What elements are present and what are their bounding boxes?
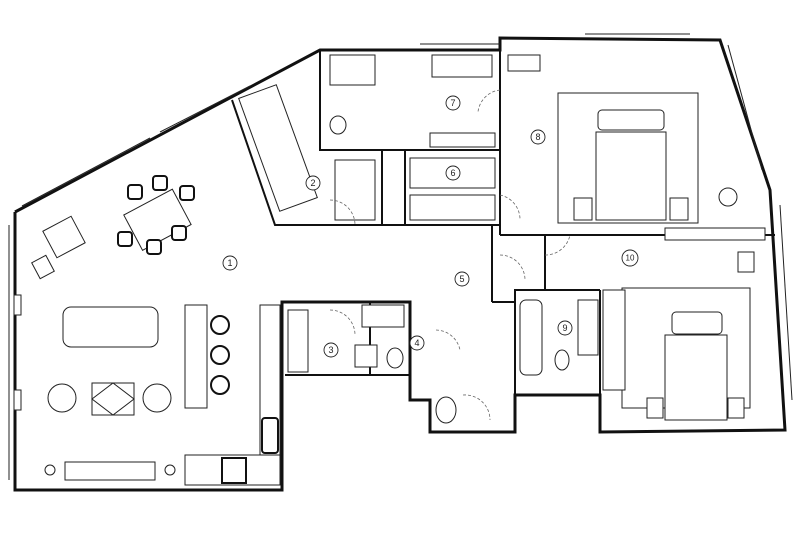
room-label-5: 5: [454, 271, 470, 287]
shelf: [429, 132, 496, 148]
windows: [8, 33, 793, 480]
vanity: [577, 299, 599, 356]
room-label-6: 6: [445, 165, 461, 181]
bed: [664, 334, 728, 421]
doors: [329, 89, 571, 421]
svg-text:3: 3: [328, 345, 333, 355]
svg-text:8: 8: [535, 132, 540, 142]
rug: [557, 92, 699, 224]
room-label-10: 10: [621, 249, 639, 267]
shower-tray: [354, 344, 378, 368]
oven: [221, 457, 247, 484]
svg-text:7: 7: [450, 98, 455, 108]
kitchen-island: [184, 304, 208, 409]
chair: [737, 251, 755, 273]
tv-unit: [64, 461, 156, 481]
bathtub: [519, 299, 543, 376]
room-label-2: 2: [305, 175, 321, 191]
closet: [334, 159, 376, 221]
cabinet: [507, 54, 541, 72]
sofa: [62, 306, 159, 348]
outer-walls: [13, 36, 787, 492]
nightstand: [669, 197, 689, 221]
wardrobe: [602, 289, 626, 391]
svg-text:2: 2: [310, 178, 315, 188]
closet: [409, 194, 496, 221]
double-sink: [431, 54, 493, 78]
interior-walls: [231, 50, 775, 395]
svg-text:10: 10: [626, 254, 635, 263]
double-sink: [361, 304, 405, 328]
armchair: [47, 383, 77, 413]
wardrobe: [664, 227, 766, 241]
shower: [287, 309, 309, 373]
dining-table: [123, 188, 192, 252]
furniture: [31, 54, 766, 486]
armchair: [42, 215, 86, 259]
dining-chairs: [117, 175, 195, 255]
bed: [595, 131, 667, 221]
room-label-3: 3: [323, 342, 339, 358]
room-label-8: 8: [530, 129, 546, 145]
room-label-7: 7: [445, 95, 461, 111]
room-label-4: 4: [409, 335, 425, 351]
svg-text:5: 5: [459, 274, 464, 284]
room-label-9: 9: [557, 320, 573, 336]
closet: [238, 84, 318, 212]
svg-text:6: 6: [450, 168, 455, 178]
toilet: [554, 349, 570, 371]
svg-text:4: 4: [414, 338, 419, 348]
headboard: [597, 109, 665, 131]
toilet: [329, 115, 347, 135]
toilet: [386, 347, 404, 369]
sink: [261, 417, 279, 454]
closet: [409, 157, 496, 189]
headboard: [671, 311, 723, 335]
svg-text:9: 9: [562, 323, 567, 333]
nightstand: [727, 397, 745, 419]
room-label-1: 1: [222, 255, 238, 271]
nightstand: [573, 197, 593, 221]
nightstand: [646, 397, 664, 419]
armchair: [142, 383, 172, 413]
svg-text:1: 1: [227, 258, 232, 268]
toilet: [435, 396, 457, 424]
shower: [329, 54, 376, 86]
coffee-table: [91, 382, 135, 416]
